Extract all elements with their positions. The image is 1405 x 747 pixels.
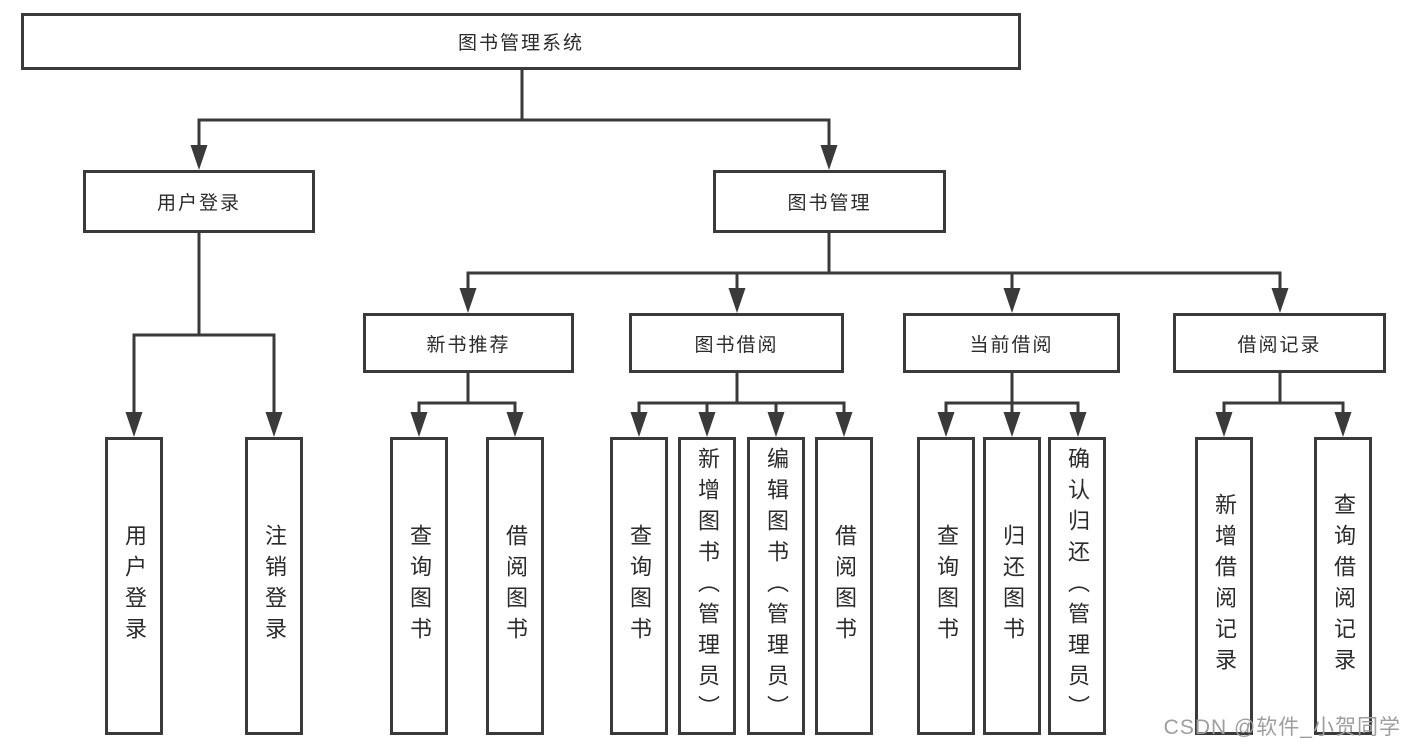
connector-arrowhead bbox=[698, 412, 716, 437]
connector-rail bbox=[944, 373, 1080, 405]
connector-arrowhead bbox=[1215, 412, 1233, 437]
leaf-borrowing-borrow-books: 借阅图书 bbox=[815, 437, 873, 735]
connector-arrowhead bbox=[767, 412, 785, 437]
connector-arrowhead bbox=[1069, 412, 1087, 437]
connector-rail bbox=[1222, 373, 1345, 405]
connector-arrowhead bbox=[410, 412, 428, 437]
connector-arrowhead bbox=[190, 145, 208, 170]
node-book-management: 图书管理 bbox=[713, 170, 946, 233]
csdn-watermark: CSDN @软件_小贺同学 bbox=[1163, 716, 1401, 739]
node-root: 图书管理系统 bbox=[21, 13, 1021, 70]
leaf-borrowing-add-books-admin: 新增图书（管理员） bbox=[678, 437, 736, 735]
connector-arrowhead bbox=[1003, 412, 1021, 437]
node-borrowing-records: 借阅记录 bbox=[1173, 313, 1386, 373]
leaf-newbook-query-books: 查询图书 bbox=[390, 437, 448, 735]
connector-arrowhead bbox=[835, 412, 853, 437]
connector-rail bbox=[132, 233, 276, 337]
connector-arrowhead bbox=[728, 288, 746, 313]
leaf-user-login: 用户登录 bbox=[105, 437, 163, 735]
connector-arrowhead bbox=[506, 412, 524, 437]
connector-arrowhead bbox=[125, 412, 143, 437]
connector-arrowhead bbox=[1334, 412, 1352, 437]
node-current-borrowing: 当前借阅 bbox=[903, 313, 1120, 373]
connector-arrowhead bbox=[937, 412, 955, 437]
connector-arrowhead bbox=[1003, 288, 1021, 313]
leaf-current-query-books: 查询图书 bbox=[917, 437, 975, 735]
leaf-current-confirm-return-admin: 确认归还（管理员） bbox=[1048, 437, 1106, 735]
leaf-borrowing-query-books: 查询图书 bbox=[610, 437, 668, 735]
connector-arrowhead bbox=[630, 412, 648, 437]
connector-arrowhead bbox=[820, 145, 838, 170]
leaf-records-add-record: 新增借阅记录 bbox=[1195, 437, 1253, 735]
node-book-borrowing: 图书借阅 bbox=[629, 313, 844, 373]
connector-rail bbox=[466, 233, 1282, 275]
connector-arrowhead bbox=[459, 288, 477, 313]
connector-rail bbox=[637, 373, 846, 405]
connector-rail bbox=[197, 70, 831, 122]
leaf-borrowing-edit-books-admin: 编辑图书（管理员） bbox=[747, 437, 805, 735]
connector-rail bbox=[417, 373, 517, 405]
connector-arrowhead bbox=[1271, 288, 1289, 313]
leaf-newbook-borrow-books: 借阅图书 bbox=[486, 437, 544, 735]
leaf-records-query-record: 查询借阅记录 bbox=[1314, 437, 1372, 735]
node-user-login: 用户登录 bbox=[83, 170, 315, 233]
connector-arrowhead bbox=[265, 412, 283, 437]
leaf-logout: 注销登录 bbox=[245, 437, 303, 735]
leaf-current-return-books: 归还图书 bbox=[983, 437, 1041, 735]
node-new-book-recommend: 新书推荐 bbox=[363, 313, 574, 373]
